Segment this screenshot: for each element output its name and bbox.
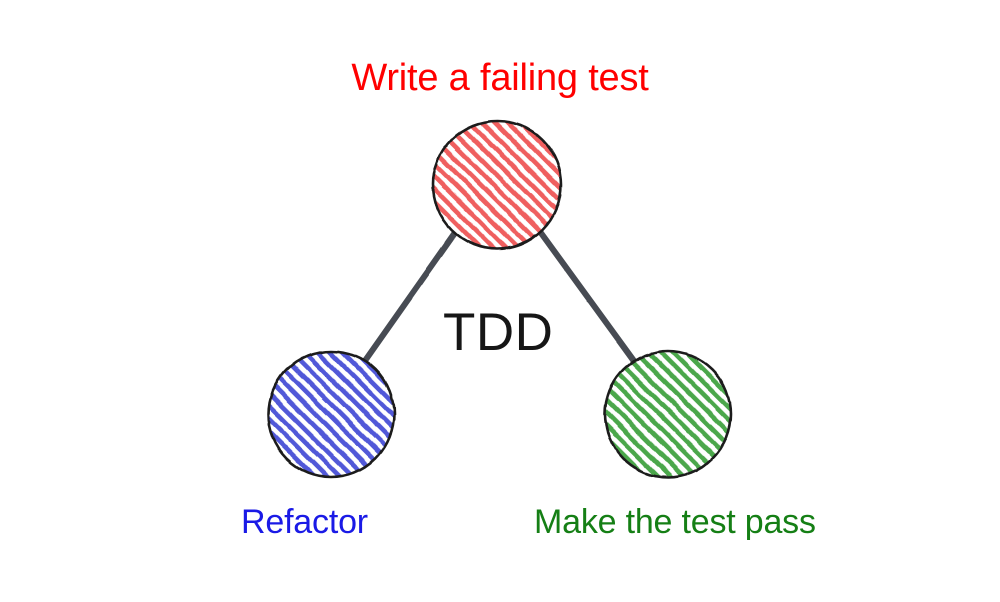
edge-write-test-to-refactor <box>359 230 458 368</box>
node-label-refactor: Refactor <box>241 503 368 541</box>
node-circles <box>266 119 733 479</box>
edge-write-test-to-make-pass <box>538 230 640 368</box>
connector-edges <box>359 230 640 417</box>
node-circle-make-test-pass[interactable] <box>603 349 733 479</box>
node-label-write-failing-test: Write a failing test <box>351 57 649 99</box>
node-circle-write-failing-test[interactable] <box>431 119 563 251</box>
node-circle-refactor[interactable] <box>266 349 396 479</box>
center-label-tdd: TDD <box>443 303 554 362</box>
node-label-make-test-pass: Make the test pass <box>534 503 816 541</box>
